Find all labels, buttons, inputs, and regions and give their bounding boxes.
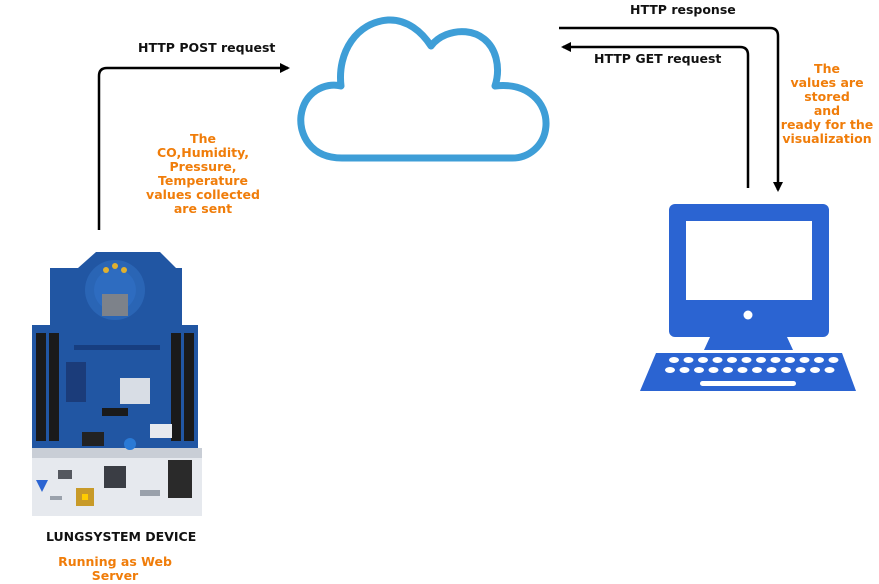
keyboard-key [683, 357, 694, 363]
post-arrow [97, 63, 290, 230]
http-post-label: HTTP POST request [138, 40, 276, 55]
keyboard-key [770, 357, 781, 363]
device-title: LUNGSYSTEM DEVICE [46, 529, 197, 544]
sent-values-note: The CO,Humidity, Pressure, Temperature v… [146, 131, 260, 216]
keyboard-key [785, 357, 795, 363]
keyboard-key [781, 367, 791, 373]
keyboard-key [727, 357, 737, 363]
keyboard-key [712, 357, 723, 363]
keyboard-key [737, 367, 748, 373]
keyboard-key [741, 357, 752, 363]
keyboard-key [665, 367, 675, 373]
keyboard-key [824, 367, 835, 373]
get-arrow [561, 42, 750, 188]
cloud-icon [297, 16, 550, 162]
web-server-note: Running as Web Server [58, 554, 172, 583]
keyboard-key [766, 367, 777, 373]
keyboard-key [708, 367, 719, 373]
keyboard-key [694, 367, 704, 373]
keyboard-key [669, 357, 679, 363]
board-device-image [32, 252, 202, 516]
keyboard-key [795, 367, 806, 373]
keyboard-key [799, 357, 810, 363]
computer-icon [640, 204, 856, 391]
keyboard-key [756, 357, 766, 363]
keyboard-key [679, 367, 690, 373]
keyboard-key [698, 357, 708, 363]
keyboard-key [814, 357, 824, 363]
http-get-label: HTTP GET request [594, 51, 722, 66]
keyboard-key [752, 367, 762, 373]
stored-values-note: The values are stored and ready for the … [780, 61, 874, 146]
response-arrow [559, 26, 783, 192]
keyboard-key [828, 357, 839, 363]
keyboard-key [723, 367, 733, 373]
http-response-label: HTTP response [630, 2, 736, 17]
keyboard-key [810, 367, 820, 373]
